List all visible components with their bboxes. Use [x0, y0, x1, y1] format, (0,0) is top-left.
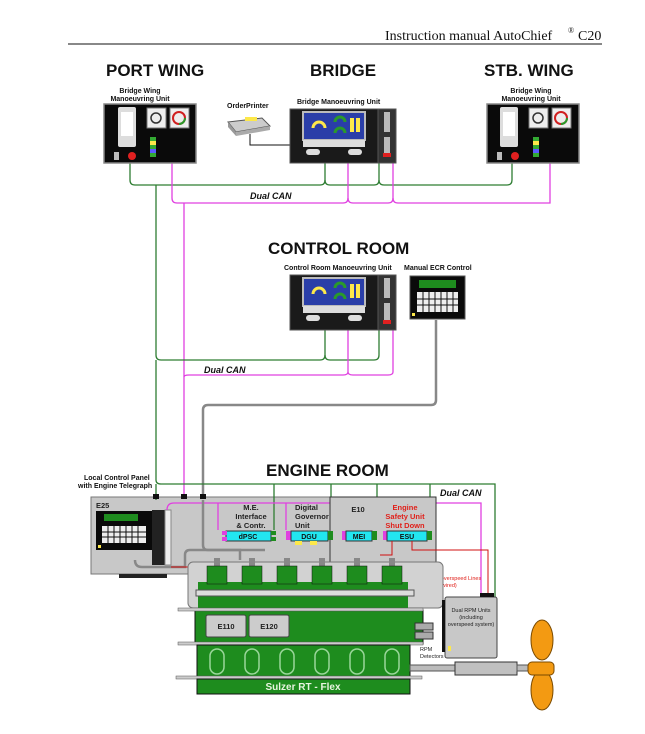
- overspeed-label-1: Dual overspeed Lines: [428, 576, 481, 582]
- esu-label-1: Engine: [392, 503, 417, 512]
- port-wing-title: PORT WING: [106, 61, 204, 80]
- port-wing-unit-label-2: Manoeuvring Unit: [110, 96, 170, 103]
- crankcase-door: [349, 648, 365, 675]
- dgu-chip: DGU: [301, 534, 317, 541]
- connector: [181, 494, 187, 499]
- engine-cylinders: [206, 558, 403, 675]
- rpm-units-label-2: (including: [459, 615, 483, 621]
- bridge-can-label: Dual CAN: [250, 191, 292, 201]
- cylinder-stem: [354, 558, 360, 566]
- manual-ecr-label: Manual ECR Control: [404, 265, 472, 272]
- control-can-label: Dual CAN: [204, 365, 246, 375]
- bridge-can-green: [129, 163, 513, 355]
- stb-wing-title: STB. WING: [484, 61, 574, 80]
- header-title: Instruction manual AutoChief: [385, 29, 553, 44]
- local-panel-label-1: Local Control Panel: [84, 475, 150, 482]
- registered-mark: ®: [568, 26, 574, 35]
- control-can-magenta: [183, 330, 394, 378]
- connector: [200, 494, 206, 499]
- propeller-icon: [527, 619, 555, 711]
- crankcase-door: [209, 648, 225, 675]
- dgu-label-3: Unit: [295, 521, 310, 530]
- e10-module: E10 MEI: [342, 505, 377, 542]
- e120-label: E120: [260, 622, 278, 631]
- stb-wing-unit: Bridge Wing Manoeuvring Unit: [486, 88, 580, 164]
- engine-can-label: Dual CAN: [440, 488, 482, 498]
- bridge-title: BRIDGE: [310, 61, 376, 80]
- engine-name-label: Sulzer RT - Flex: [265, 682, 340, 693]
- me-interface-label-1: M.E.: [243, 503, 258, 512]
- port-wing-unit: Bridge Wing Manoeuvring Unit: [103, 88, 197, 164]
- me-interface-label-2: Interface: [235, 512, 266, 521]
- cylinder-head: [346, 565, 368, 585]
- engine-room-title: ENGINE ROOM: [266, 461, 389, 480]
- hardwire-line: [380, 541, 393, 556]
- e110-label: E110: [217, 622, 234, 631]
- ecr-cable: [201, 320, 438, 500]
- propeller-shaft: [409, 661, 530, 676]
- dual-rpm-units: Dual RPM Units (including overspeed syst…: [414, 593, 498, 660]
- e25-label: E25: [96, 501, 109, 510]
- rpm-detectors-label-2: Detectors: [420, 654, 444, 660]
- cylinder-head: [241, 565, 263, 585]
- rpm-units-label-1: Dual RPM Units: [451, 608, 490, 614]
- control-room-title: CONTROL ROOM: [268, 239, 409, 258]
- manual-ecr-control: Manual ECR Control: [404, 265, 472, 320]
- order-printer: OrderPrinter: [227, 103, 290, 146]
- header-model: C20: [578, 29, 601, 44]
- e10-label: E10: [351, 505, 364, 514]
- digital-governor-module: Digital Governor Unit DGU: [286, 503, 333, 545]
- rpm-units-label-3: overspeed system): [448, 622, 495, 628]
- cylinder-stem: [214, 558, 220, 566]
- dgu-label-1: Digital: [295, 503, 318, 512]
- crankcase-door: [279, 648, 295, 675]
- cylinder-head: [206, 565, 228, 585]
- control-can-green: [155, 330, 380, 480]
- crankcase-door: [244, 648, 260, 675]
- mei-chip: MEI: [353, 534, 366, 541]
- cylinder-head: [381, 565, 403, 585]
- me-interface-label-3: & Contr.: [236, 521, 265, 530]
- order-printer-label: OrderPrinter: [227, 103, 269, 110]
- esu-label-3: Shut Down: [385, 521, 425, 530]
- crankcase-door: [314, 648, 330, 675]
- overspeed-line: [411, 541, 489, 600]
- control-room-manoeuvring-unit: Control Room Manoeuvring Unit: [284, 265, 397, 331]
- esu-chip: ESU: [400, 534, 414, 541]
- me-interface-module: M.E. Interface & Contr. dPSC: [222, 503, 276, 542]
- control-room-unit-label: Control Room Manoeuvring Unit: [284, 265, 392, 272]
- connector: [153, 494, 159, 499]
- stb-wing-unit-label-1: Bridge Wing: [510, 88, 551, 95]
- bridge-can-magenta: [171, 163, 551, 500]
- dgu-label-2: Governor: [295, 512, 329, 521]
- internal-cable: [133, 548, 242, 569]
- dpsc-chip: dPSC: [239, 534, 258, 541]
- cylinder-stem: [284, 558, 290, 566]
- cylinder-stem: [389, 558, 395, 566]
- stb-wing-unit-label-2: Manoeuvring Unit: [501, 96, 561, 103]
- esu-label-2: Safety Unit: [385, 512, 425, 521]
- cylinder-stem: [319, 558, 325, 566]
- cylinder-head: [311, 565, 333, 585]
- port-wing-unit-label-1: Bridge Wing: [119, 88, 160, 95]
- cylinder-head: [276, 565, 298, 585]
- engine-safety-module: Engine Safety Unit Shut Down ESU: [383, 503, 432, 542]
- cylinder-stem: [249, 558, 255, 566]
- page-header: Instruction manual AutoChief ® C20: [68, 26, 602, 45]
- local-panel-label-2: with Engine Telegraph: [77, 483, 152, 490]
- bridge-manoeuvring-unit: Bridge Manoeuvring Unit: [289, 99, 397, 164]
- rpm-detectors-label-1: RPM: [420, 647, 433, 653]
- crankcase-door: [384, 648, 400, 675]
- bridge-unit-label: Bridge Manoeuvring Unit: [297, 99, 381, 106]
